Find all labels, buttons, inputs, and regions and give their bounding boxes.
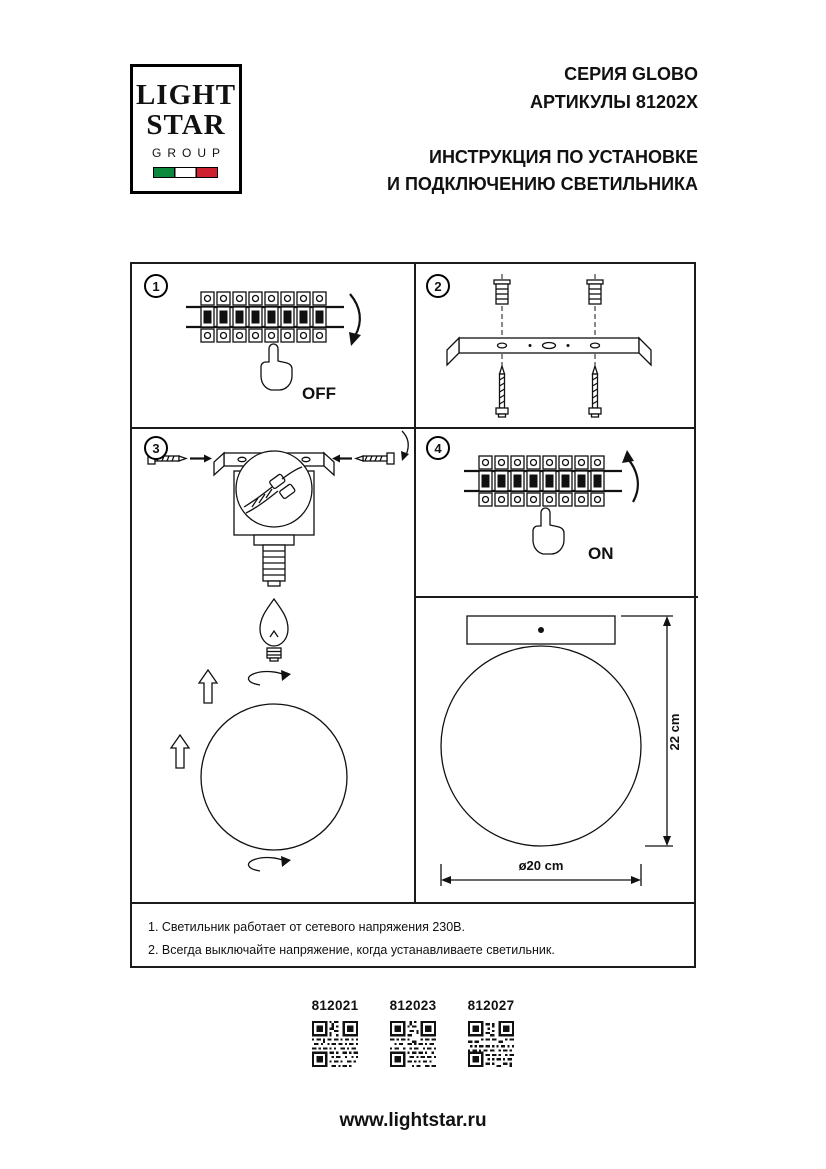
logo-word-star: STAR [146,109,226,141]
step-3-badge: 3 [144,436,168,460]
lightstar-logo: LIGHT STAR GROUP [130,64,242,194]
article-item: 812023 [385,998,441,1067]
wall-anchor-icon [493,279,604,305]
qr-code-icon [312,1021,358,1067]
screw-icon [495,365,602,418]
website-url: www.lightstar.ru [339,1110,487,1131]
rotate-arrow-icon [247,670,291,686]
qr-code-icon [468,1021,514,1067]
grid-line-vertical [414,264,416,902]
notes-block: 1. Светильник работает от сетевого напря… [132,904,694,962]
lamp-dimensions-illustration: 22 cm ø20 cm [440,615,682,886]
italian-flag-icon [153,167,218,178]
step-4-badge: 4 [426,436,450,460]
height-dimension-label: 22 cm [667,714,682,751]
logo-word-group: GROUP [151,146,226,160]
arrow-left-icon [332,454,352,463]
step2-bracket-mounting-illustration [446,274,652,418]
lamp-socket-icon [253,534,295,587]
off-label: OFF [302,384,336,403]
globe-shade-icon [440,645,642,847]
step3-assembly-illustration [147,430,409,872]
step1-breaker-off-illustration [186,291,361,391]
diameter-dimension-label: ø20 cm [519,858,564,873]
hand-icon [260,343,293,391]
step-1-badge: 1 [144,274,168,298]
diameter-dimension: ø20 cm [440,858,642,886]
candle-bulb-icon [259,597,289,662]
wire-connection-detail-icon [235,450,313,528]
article-code: 812027 [467,998,515,1013]
step4-breaker-on-illustration [464,450,639,555]
push-up-arrow-icon [197,668,219,704]
article-code: 812023 [389,998,437,1013]
qr-code-icon [390,1021,436,1067]
hand-icon [532,507,565,555]
grid-line-horizontal-3 [132,902,694,904]
article-code: 812021 [311,998,359,1013]
articles-code: АРТИКУЛЫ 81202X [530,92,698,112]
height-dimension: 22 cm [621,615,682,847]
rotate-arrow-icon [247,856,291,872]
logo-word-light: LIGHT [135,79,237,111]
title-line-1: ИНСТРУКЦИЯ ПО УСТАНОВКЕ [429,147,698,167]
rotate-screw-arrow-icon [401,430,409,461]
series-name: СЕРИЯ GLOBO [564,64,698,84]
instruction-grid: 1 2 3 4 [130,262,698,968]
article-item: 812027 [463,998,519,1067]
glass-globe-icon [200,703,348,851]
push-up-arrow-icon [169,733,191,769]
note-line-2: 2. Всегда выключайте напряжение, когда у… [148,943,555,958]
article-item: 812021 [307,998,363,1067]
title-line-2: И ПОДКЛЮЧЕНИЮ СВЕТИЛЬНИКА [387,174,698,194]
on-label: ON [588,544,614,563]
arrow-down-icon [349,293,361,346]
breaker-row-icon [200,291,327,343]
arrow-right-icon [190,454,212,463]
grid-line-horizontal-2 [414,596,698,598]
step-2-badge: 2 [426,274,450,298]
note-line-1: 1. Светильник работает от сетевого напря… [148,920,465,934]
header-block: СЕРИЯ GLOBO АРТИКУЛЫ 81202X [530,60,698,116]
arrow-up-icon [622,450,639,503]
screw-icon [354,452,395,465]
mounting-bracket-icon [446,336,652,367]
page-title: ИНСТРУКЦИЯ ПО УСТАНОВКЕ И ПОДКЛЮЧЕНИЮ СВ… [387,144,698,198]
article-list: 812021 812023 812027 [0,998,826,1067]
breaker-row-icon [478,455,605,507]
ceiling-plate-icon [466,615,616,645]
grid-line-horizontal-1 [132,427,694,429]
